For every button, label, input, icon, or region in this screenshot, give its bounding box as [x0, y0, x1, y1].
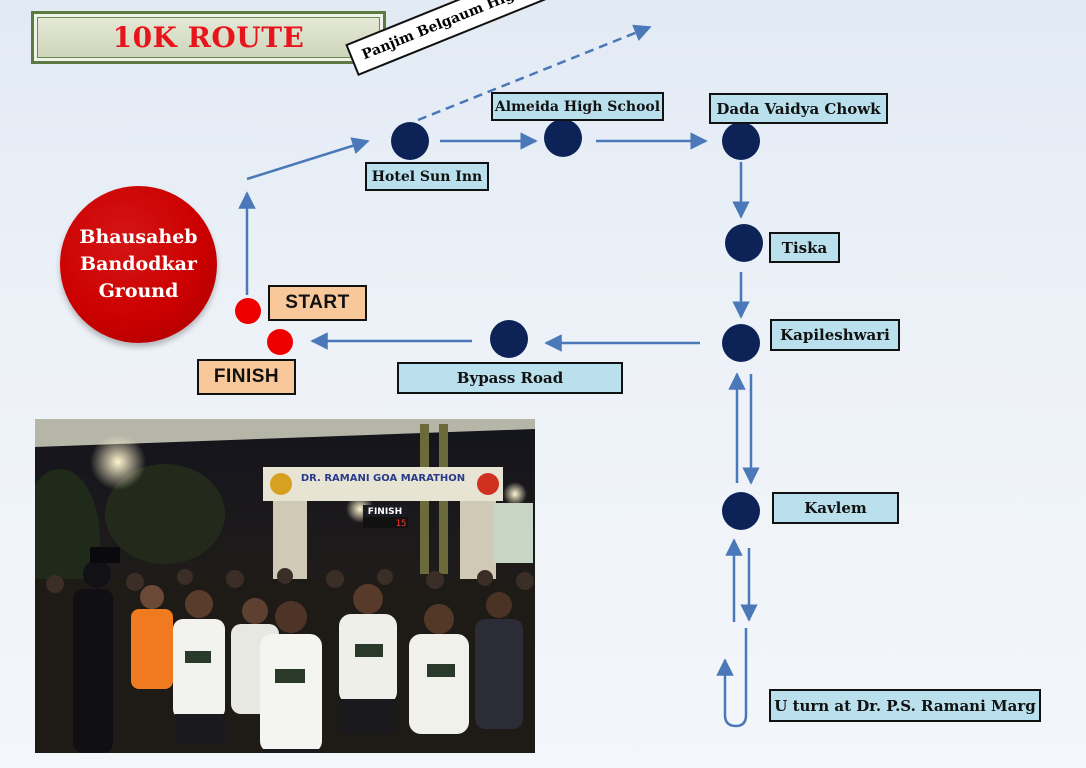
marathon-photo: DR. RAMANI GOA MARATHON FINISH 15: [35, 419, 535, 753]
node-bypass-road: [490, 320, 528, 358]
label-kavlem: Kavlem: [772, 492, 899, 524]
label-tiska: Tiska: [769, 232, 840, 263]
ground-line-1: Bhausaheb: [79, 226, 198, 248]
photo-clock: 15: [396, 519, 407, 529]
start-dot: [235, 298, 261, 324]
photo-scene: DR. RAMANI GOA MARATHON FINISH 15: [35, 419, 535, 753]
arrow-uturn: [716, 628, 748, 728]
label-bypass-road: Bypass Road: [397, 362, 623, 394]
ground-line-2: Bandodkar: [80, 253, 197, 275]
label-dada-vaidya: Dada Vaidya Chowk: [709, 93, 888, 124]
node-kavlem: [722, 492, 760, 530]
label-almeida: Almeida High School: [491, 92, 664, 121]
page-title: 10K ROUTE: [37, 17, 380, 58]
label-kapileshwari: Kapileshwari: [770, 319, 900, 351]
node-kapileshwari: [722, 324, 760, 362]
node-hotel-sun-inn: [391, 122, 429, 160]
label-u-turn: U turn at Dr. P.S. Ramani Marg: [769, 689, 1041, 722]
node-dada-vaidya: [722, 122, 760, 160]
arrow-highway-dashed: [417, 24, 652, 122]
arrow-to-hotel: [246, 137, 370, 181]
ground-line-3: Ground: [98, 280, 179, 302]
title-box: 10K ROUTE: [31, 11, 386, 64]
label-hotel-sun-inn: Hotel Sun Inn: [365, 162, 489, 191]
node-tiska: [725, 224, 763, 262]
bhausaheb-bandodkar-ground: Bhausaheb Bandodkar Ground: [60, 186, 217, 343]
finish-label: FINISH: [197, 359, 296, 395]
node-almeida: [544, 119, 582, 157]
photo-finish-sign: FINISH: [368, 507, 402, 517]
start-label: START: [268, 285, 367, 321]
photo-banner-text: DR. RAMANI GOA MARATHON: [301, 473, 465, 484]
finish-dot: [267, 329, 293, 355]
